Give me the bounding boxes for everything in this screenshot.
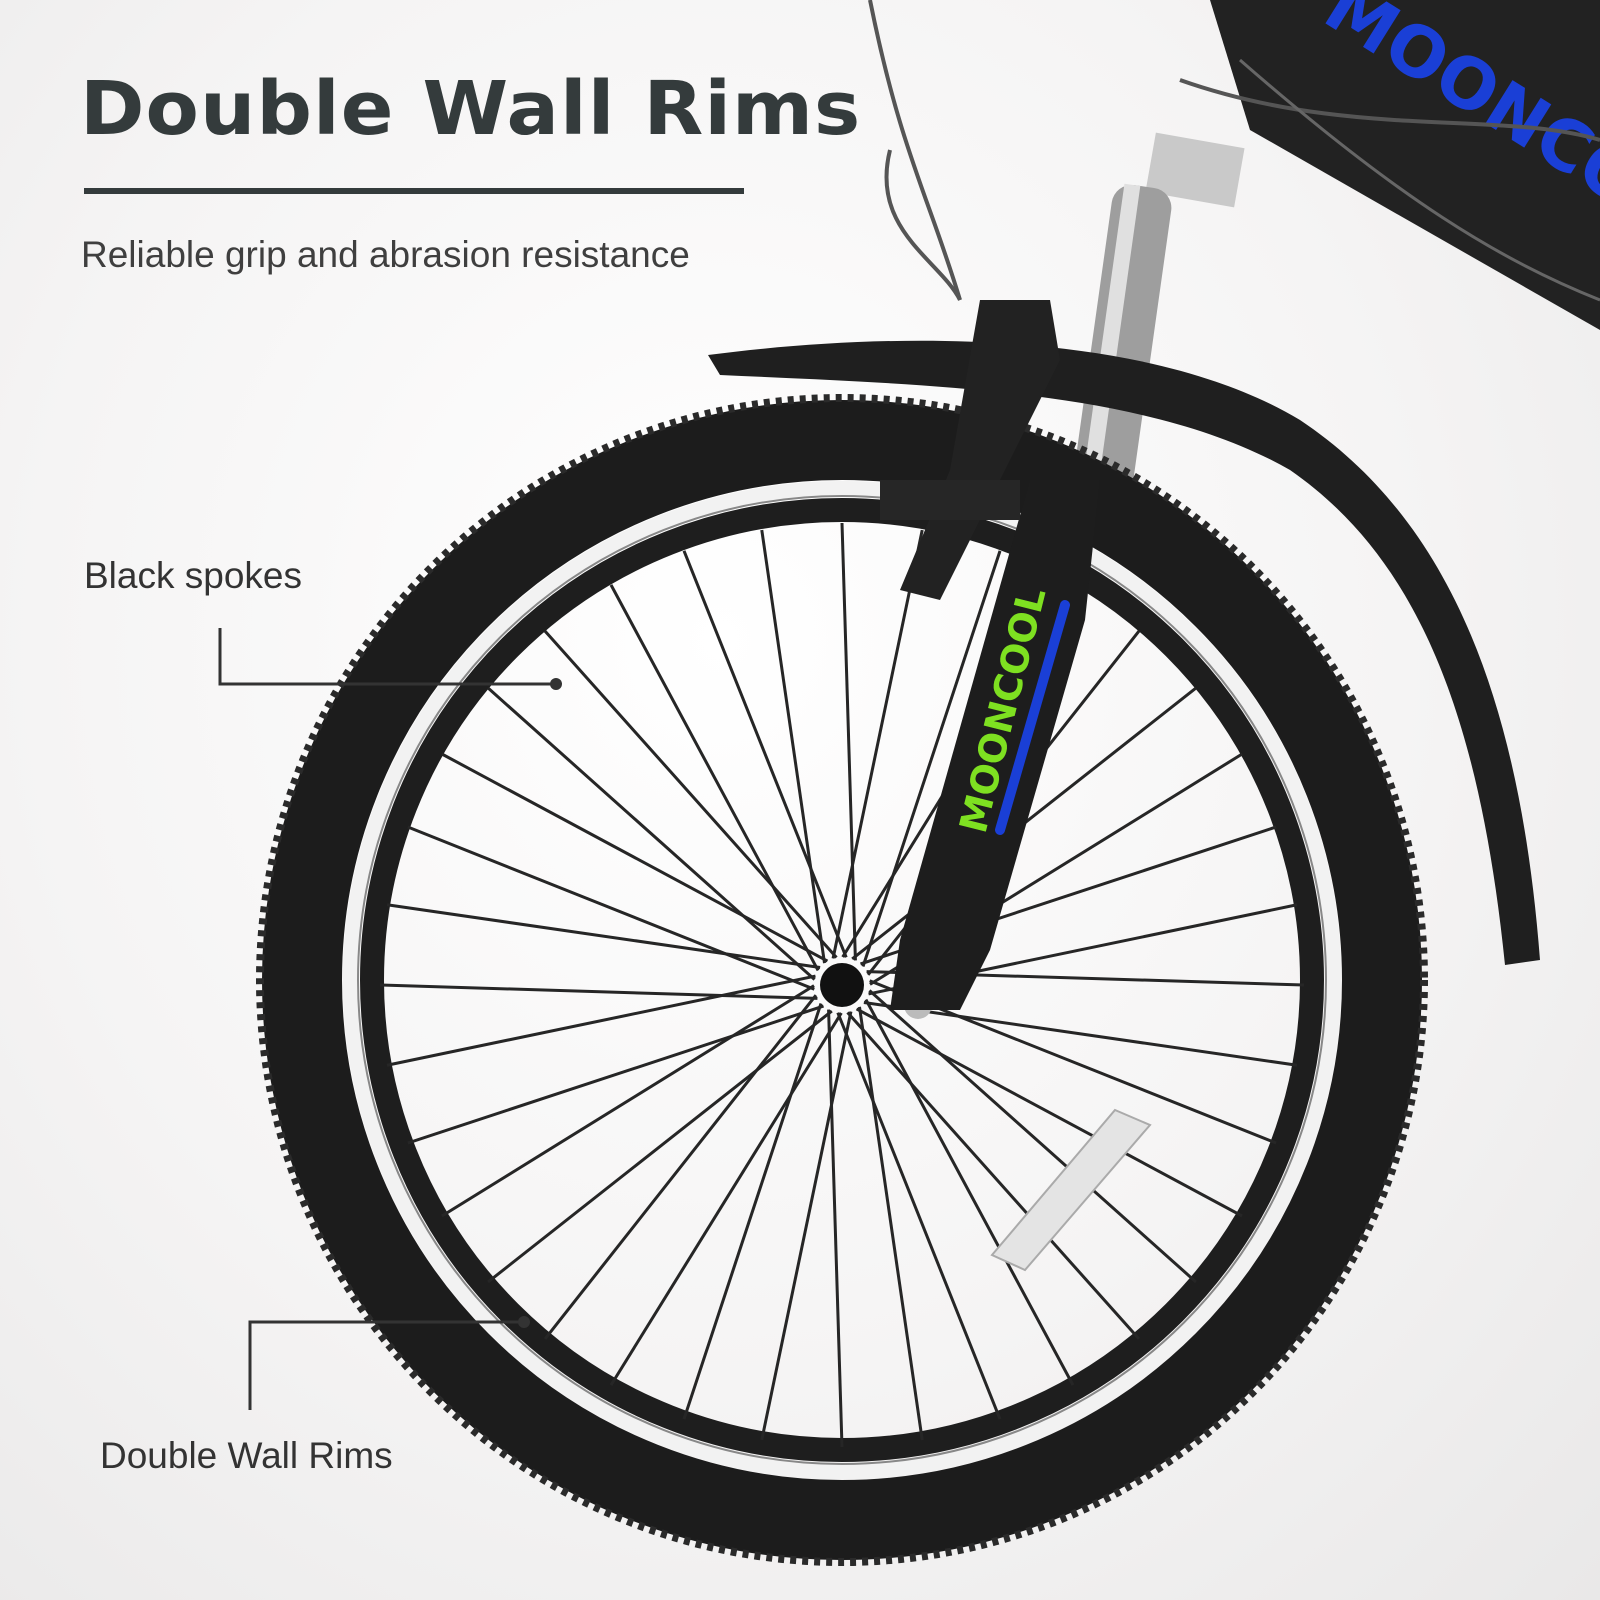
spoke	[386, 974, 816, 1067]
fender	[708, 340, 1540, 965]
spoke	[760, 529, 826, 964]
spoke	[441, 984, 815, 1218]
spoke	[868, 989, 1197, 1284]
stem	[1072, 132, 1245, 506]
hub	[820, 963, 864, 1007]
spoke	[831, 529, 924, 959]
spoke	[682, 550, 848, 958]
spoke	[858, 1006, 924, 1441]
callout-line-rims	[248, 1316, 530, 1410]
wheel	[256, 394, 1428, 1566]
spoke	[609, 1012, 843, 1386]
v-brake	[880, 149, 1060, 600]
title-divider	[84, 188, 744, 194]
spoke	[827, 1009, 844, 1448]
spoke	[609, 584, 820, 972]
spoke	[487, 686, 816, 981]
rim-outer-wall	[343, 481, 1341, 1479]
spoke	[543, 994, 818, 1340]
spoke	[840, 522, 857, 961]
spoke	[863, 1001, 1298, 1067]
page-subtitle: Reliable grip and abrasion resistance	[81, 234, 690, 275]
spoke	[407, 1004, 824, 1145]
spoke	[543, 630, 838, 959]
spoke	[760, 1011, 853, 1441]
tire	[262, 400, 1422, 1560]
spoke	[846, 1011, 1141, 1340]
spoke	[861, 550, 1002, 967]
callout-label-spokes: Black spokes	[84, 555, 302, 596]
spoke	[864, 998, 1075, 1386]
spoke	[407, 825, 815, 991]
callout-label-rims: Double Wall Rims	[100, 1435, 393, 1476]
page-title: Double Wall Rims	[80, 66, 862, 152]
rim-inner-wall	[360, 498, 1324, 1462]
spoke	[487, 1009, 833, 1284]
spoke	[441, 752, 829, 963]
spoke	[682, 1003, 823, 1420]
spokes	[379, 522, 1305, 1448]
callout-line-spokes	[218, 628, 562, 690]
spoke	[836, 1012, 1002, 1420]
spoke	[379, 983, 818, 1000]
spoke	[386, 903, 821, 969]
spoke-reflector	[990, 1108, 1152, 1272]
spoke	[855, 1007, 1243, 1218]
